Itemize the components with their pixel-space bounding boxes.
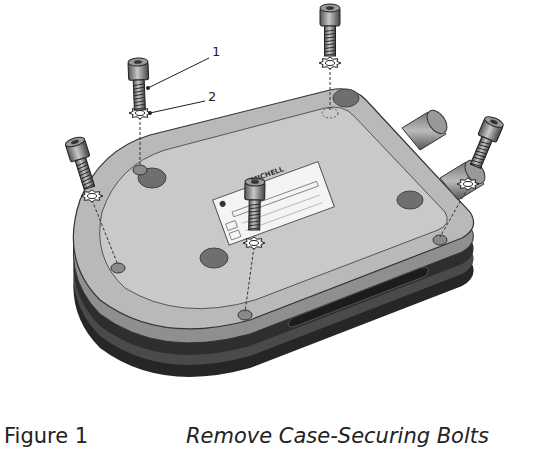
cap-screw — [244, 178, 265, 230]
cap-screw — [466, 114, 505, 170]
guide-line — [440, 188, 468, 237]
cap-screw — [320, 4, 340, 56]
cap-screw — [128, 58, 150, 111]
guide-line — [140, 117, 141, 167]
figure-number: Figure 1 — [4, 424, 88, 448]
star-washer — [81, 190, 103, 202]
guide-line — [92, 200, 118, 265]
star-washer — [319, 57, 341, 69]
callout-number: 2 — [208, 89, 216, 104]
star-washer — [129, 107, 151, 119]
callout-number: 1 — [212, 44, 220, 59]
guide-line — [330, 67, 331, 110]
star-washer — [243, 237, 265, 249]
star-washer — [457, 178, 479, 190]
cap-screw — [64, 135, 99, 191]
figure-caption: Remove Case-Securing Bolts — [186, 424, 489, 448]
guide-line — [245, 247, 254, 312]
